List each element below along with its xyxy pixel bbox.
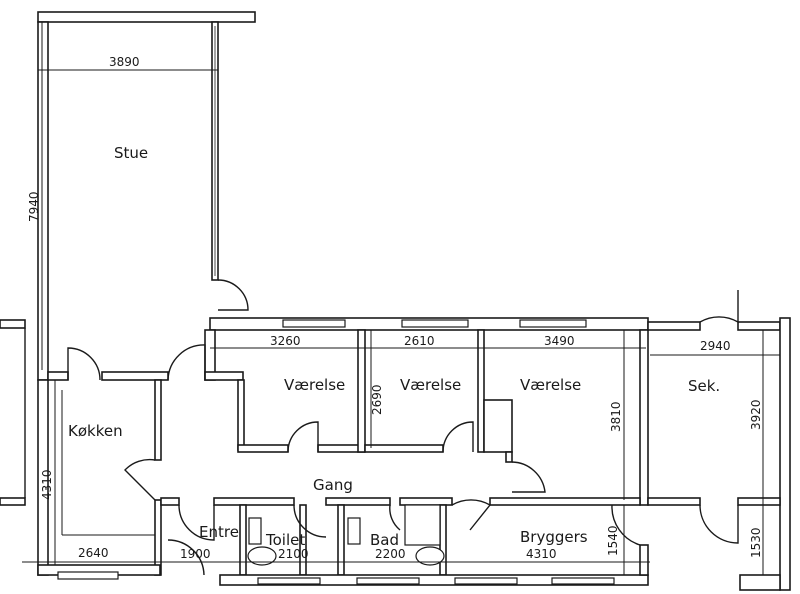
dim-kokken-length: 4310 [40,469,54,500]
room-vaerelse-3: Værelse [520,376,581,394]
room-sek: Sek. [688,377,720,395]
room-vaerelse-2: Værelse [400,376,461,394]
room-gang: Gang [313,476,353,494]
room-bad: Bad [370,531,399,549]
room-entre: Entre [199,523,239,541]
windows [57,319,615,585]
dim-kokken-width: 2640 [78,546,109,560]
dim-bad-width: 2200 [375,547,406,561]
room-stue: Stue [114,144,148,162]
room-bryggers: Bryggers [520,528,588,546]
dim-sek-width: 2940 [700,339,731,353]
doors [67,279,739,576]
dimension-lines [22,22,780,575]
room-toilet: Toilet [265,531,305,549]
room-labels: Stue Køkken Værelse Værelse Værelse Sek.… [68,144,720,549]
dim-bryggers-depth: 1540 [606,525,620,556]
dim-bryggers-width: 4310 [526,547,557,561]
dim-sek-depth: 3920 [749,399,763,430]
dim-toilet-width: 2100 [278,547,309,561]
dim-sek-lower: 1530 [749,527,763,558]
dim-vaerelse3-width: 3490 [544,334,575,348]
walls [0,11,791,591]
dim-entre-width: 1900 [180,547,211,561]
dim-vaerelse2-width: 2610 [404,334,435,348]
dim-vaerelse3-depth: 3810 [609,401,623,432]
dimension-labels: 3890 7940 4310 2640 3260 2610 2690 3490 … [27,55,763,561]
dim-vaerelse1-width: 3260 [270,334,301,348]
dim-stue-width: 3890 [109,55,140,69]
dim-vaerelse2-depth: 2690 [370,384,384,415]
dim-stue-length: 7940 [27,191,41,222]
room-kokken: Køkken [68,422,123,440]
room-vaerelse-1: Værelse [284,376,345,394]
